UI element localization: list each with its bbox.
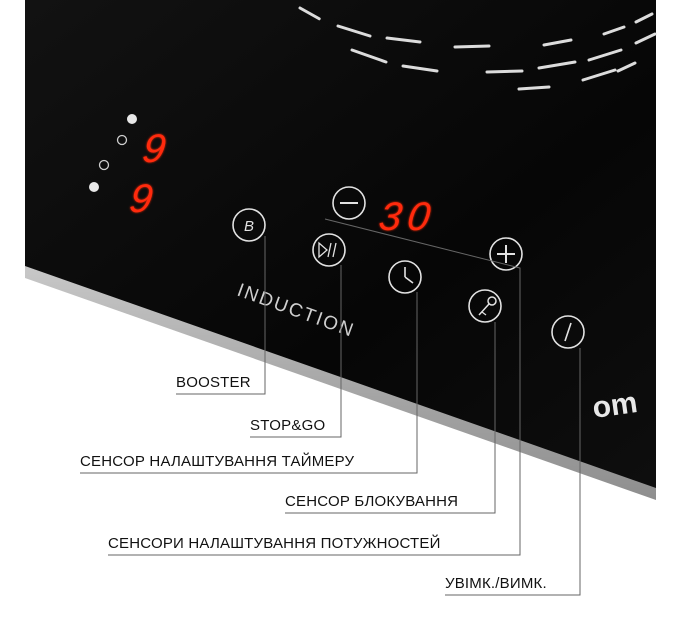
zone-indicator-dot [127, 114, 137, 124]
timer-sensor-label: СЕНСОР НАЛАШТУВАННЯ ТАЙМЕРУ [80, 453, 355, 470]
brand-logo-partial: om [590, 386, 639, 425]
power-sensors-label: СЕНСОРИ НАЛАШТУВАННЯ ПОТУЖНОСТЕЙ [108, 535, 441, 552]
leader-power-sensors [108, 218, 521, 556]
timer-button[interactable] [388, 260, 422, 294]
lock-button[interactable] [468, 289, 502, 323]
leader-timer [80, 292, 418, 474]
timer-display: 30 [376, 194, 439, 239]
zone-indicator-dot [89, 182, 99, 192]
leader-on-off [445, 348, 581, 596]
power-button[interactable] [551, 315, 585, 349]
svg-text:B: B [244, 218, 254, 235]
stop-go-label: STOP&GO [250, 417, 326, 434]
glass-surface [25, 0, 656, 488]
minus-button[interactable] [332, 186, 366, 220]
booster-button[interactable]: B [232, 208, 266, 242]
zone-indicator-dot [116, 134, 128, 146]
leader-stop-go [250, 265, 342, 438]
leader-booster [176, 236, 266, 395]
zone-indicator-dot [98, 159, 110, 171]
lock-sensor-label: СЕНСОР БЛОКУВАННЯ [285, 493, 459, 510]
leader-lock [285, 322, 496, 514]
cooking-zone-marks [298, 6, 657, 91]
on-off-label: УВІМК./ВИМК. [445, 575, 547, 592]
booster-label: BOOSTER [176, 374, 251, 391]
stop-go-button[interactable] [312, 233, 346, 267]
plus-button[interactable] [489, 237, 523, 271]
